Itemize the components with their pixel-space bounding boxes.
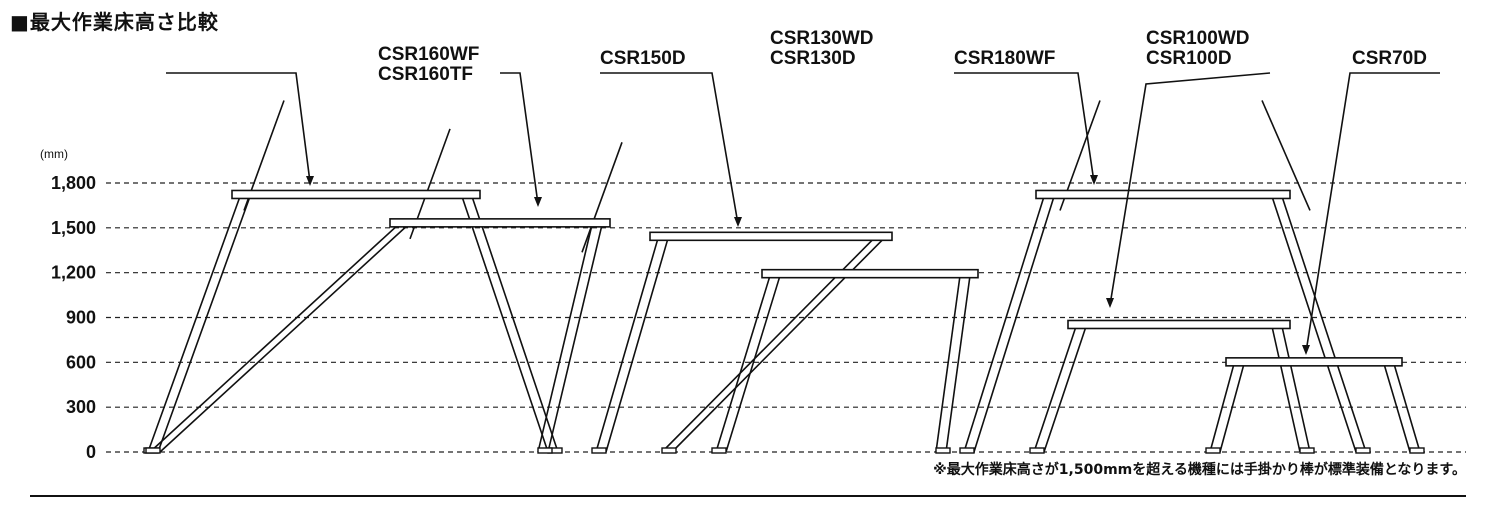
leader-line bbox=[600, 72, 739, 225]
frame-leg bbox=[149, 224, 399, 453]
y-tick-label: 1,500 bbox=[51, 218, 96, 238]
model-label: CSR70D bbox=[1352, 48, 1427, 69]
frame-leg bbox=[1393, 363, 1421, 453]
leader-arrowhead bbox=[306, 176, 314, 186]
leader-line bbox=[1109, 72, 1271, 306]
foot-pad bbox=[1409, 447, 1425, 454]
frame-leg bbox=[1043, 326, 1087, 453]
leader-line bbox=[500, 72, 539, 205]
frame-leg bbox=[157, 196, 251, 453]
frame-leg bbox=[471, 196, 559, 453]
y-tick-label: 900 bbox=[66, 308, 96, 328]
handrail bbox=[1261, 100, 1311, 211]
leader-line bbox=[954, 72, 1095, 183]
foot-pad bbox=[1355, 447, 1371, 454]
page-title: ■最大作業床高さ比較 bbox=[10, 10, 219, 34]
model-label: CSR130WD bbox=[770, 28, 873, 49]
leader-arrowhead bbox=[534, 197, 542, 207]
foot-pad bbox=[1205, 447, 1221, 454]
foot-pad bbox=[1029, 447, 1045, 454]
leader-arrowhead bbox=[1302, 345, 1310, 355]
frame-leg bbox=[1281, 326, 1311, 453]
leader-line bbox=[166, 72, 311, 183]
frame-leg bbox=[605, 238, 669, 453]
frame-leg bbox=[715, 275, 771, 453]
leader-arrowhead bbox=[1106, 298, 1114, 308]
y-tick-label: 600 bbox=[66, 352, 96, 372]
leader-arrowhead bbox=[734, 217, 742, 227]
footnote: ※最大作業床高さが1,500mmを超える機種には手掛かり棒が標準装備となります。 bbox=[933, 462, 1466, 478]
foot-pad bbox=[591, 447, 607, 454]
frame-leg bbox=[1281, 196, 1367, 453]
y-tick-label: 1,200 bbox=[51, 263, 96, 283]
frame-leg bbox=[1209, 363, 1235, 453]
frame-leg bbox=[945, 275, 971, 453]
model-label: CSR160TF bbox=[378, 64, 473, 85]
frame-leg bbox=[973, 196, 1055, 453]
foot-pad bbox=[711, 447, 727, 454]
y-axis-unit: (mm) bbox=[40, 147, 68, 161]
work-platform bbox=[1035, 189, 1291, 200]
model-label: CSR130D bbox=[770, 48, 856, 69]
frame-leg bbox=[935, 275, 961, 453]
foot-pad bbox=[145, 447, 161, 454]
frame-leg bbox=[1271, 196, 1357, 453]
frame-leg bbox=[1383, 363, 1411, 453]
work-platform bbox=[649, 231, 893, 242]
frame-leg bbox=[461, 196, 549, 453]
foot-pad bbox=[661, 447, 677, 454]
frame-leg bbox=[1219, 363, 1245, 453]
foot-pad bbox=[959, 447, 975, 454]
frame-leg bbox=[537, 224, 593, 453]
work-platform bbox=[231, 189, 481, 200]
model-label: CSR100WD bbox=[1146, 28, 1249, 49]
frame-leg bbox=[595, 238, 659, 453]
work-platform bbox=[1225, 357, 1403, 367]
leader-arrowhead bbox=[1090, 175, 1098, 185]
foot-pad bbox=[1299, 447, 1315, 454]
frame-leg bbox=[1271, 326, 1301, 453]
frame-leg bbox=[963, 196, 1045, 453]
y-tick-label: 0 bbox=[86, 442, 96, 462]
frame-leg bbox=[725, 275, 781, 453]
work-platform bbox=[389, 218, 611, 228]
model-label: CSR150D bbox=[600, 48, 686, 69]
work-platform bbox=[761, 268, 979, 279]
work-platform bbox=[1067, 319, 1291, 330]
frame-leg bbox=[147, 196, 241, 453]
handrail bbox=[581, 142, 623, 253]
frame-leg bbox=[1033, 326, 1077, 453]
model-label: CSR180WF bbox=[954, 48, 1055, 69]
y-tick-label: 300 bbox=[66, 397, 96, 417]
foot-pad bbox=[935, 447, 951, 454]
y-tick-label: 1,800 bbox=[51, 173, 96, 193]
foot-pad bbox=[537, 447, 553, 454]
leader-line bbox=[1305, 72, 1440, 353]
frame-leg bbox=[547, 224, 603, 453]
frame-leg bbox=[159, 224, 409, 453]
model-label: CSR160WF bbox=[378, 44, 479, 65]
model-label: CSR100D bbox=[1146, 48, 1232, 69]
